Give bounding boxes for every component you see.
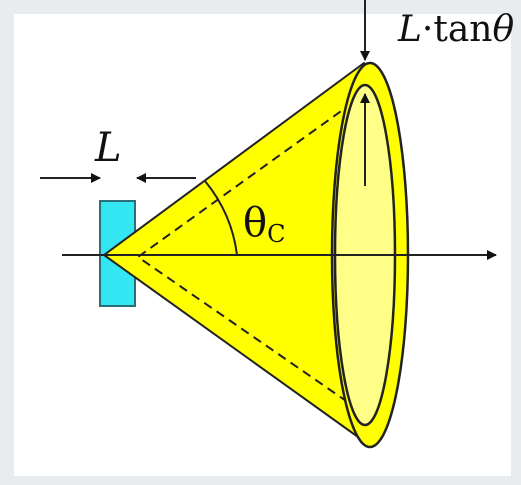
label-theta-subscript: C (267, 220, 286, 248)
label-theta-c: θC (243, 203, 285, 246)
inner-cone-dashed (136, 93, 366, 415)
label-l-tan-theta: L·tanθ (398, 12, 514, 48)
label-theta-symbol: θ (243, 200, 268, 246)
label-L: L (95, 125, 122, 171)
theta-c-arc (204, 180, 238, 256)
label-l-tan-theta-theta: θ (492, 9, 515, 50)
label-l-tan-theta-tan: ·tan (421, 9, 493, 50)
label-l-tan-theta-L: L (398, 9, 422, 50)
